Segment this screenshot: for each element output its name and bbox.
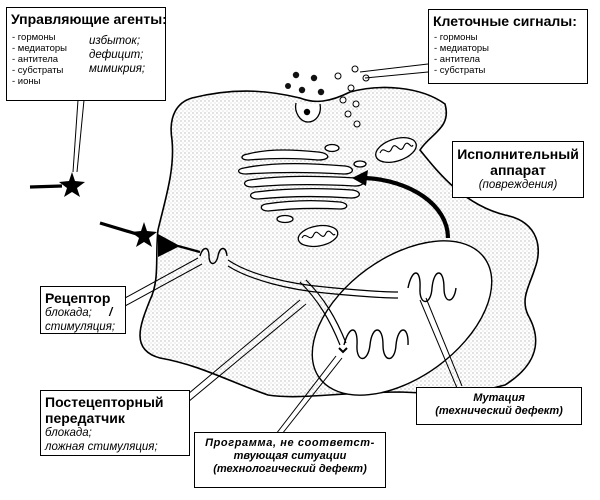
receptor-line: стимуляция; <box>45 321 116 333</box>
agent-state: дефицит; <box>89 49 144 61</box>
leader-lines <box>72 63 463 435</box>
hollow-granules <box>334 65 370 128</box>
arrowhead <box>352 170 368 186</box>
agent-item: - ионы <box>12 76 41 87</box>
agent-state: избыток; <box>89 35 141 47</box>
agent-item: - антитела <box>12 54 59 65</box>
executive-note: (повреждения) <box>478 179 558 191</box>
mutation-box: Мутация (технический дефект) <box>416 387 582 425</box>
mutation-note: (технический дефект) <box>435 405 563 417</box>
transmitter-line: передатчик <box>45 410 125 426</box>
released-granules <box>285 71 325 96</box>
executive-box: Исполнительный аппарат (повреждения) <box>452 141 584 198</box>
signals-title: Клеточные сигналы: <box>433 13 577 29</box>
transmitter-box: Постецепторный передатчик блокада; ложна… <box>40 390 190 456</box>
mitochondrion <box>375 137 417 163</box>
agent-state: мимикрия; <box>89 63 146 75</box>
receptor-mark: / <box>109 307 113 319</box>
receptor-bound-agent <box>99 221 201 257</box>
receptor-title: Рецептор <box>45 290 111 306</box>
vesicle-granule <box>303 108 311 116</box>
program-note: (технологический дефект) <box>213 463 367 475</box>
transmitter-line: Постецепторный <box>45 394 164 410</box>
mutation-title: Мутация <box>473 392 525 404</box>
transmitter-note: блокада; <box>45 427 92 439</box>
program-line: твующая ситуации <box>233 450 347 462</box>
transmitter-branch <box>299 279 347 346</box>
free-agent-star <box>29 172 85 197</box>
transmitter-note: ложная стимуляция; <box>45 441 158 453</box>
program-box: Программа, не соответст- твующая ситуаци… <box>194 432 386 488</box>
executive-line: аппарат <box>490 162 546 178</box>
program-line: Программа, не соответст- <box>205 437 375 449</box>
executive-line: Исполнительный <box>457 146 579 162</box>
agents-box: Управляющие агенты: - гормоны - медиатор… <box>6 7 167 101</box>
program-mark <box>338 347 348 354</box>
transmitter-pathway <box>227 259 399 299</box>
agent-item: - субстраты <box>12 65 64 76</box>
dna-coil-program <box>343 329 409 360</box>
dna-coil-mutation <box>407 272 457 303</box>
executive-signal-arrow <box>364 175 451 239</box>
signal-item: - антитела <box>434 54 481 65</box>
receptor-coil <box>199 247 228 265</box>
receptor-box: Рецептор блокада; / стимуляция; <box>40 286 126 334</box>
agent-item: - медиаторы <box>12 43 67 54</box>
signal-item: - субстраты <box>434 65 486 76</box>
golgi-apparatus <box>237 143 367 224</box>
agent-item: - гормоны <box>12 32 56 43</box>
mitochondrion <box>297 224 339 248</box>
signals-box: Клеточные сигналы: - гормоны - медиаторы… <box>428 9 588 84</box>
signal-item: - медиаторы <box>434 43 489 54</box>
agents-title: Управляющие агенты: <box>11 11 167 27</box>
receptor-line: блокада; / <box>45 307 113 319</box>
signal-item: - гормоны <box>434 32 478 43</box>
